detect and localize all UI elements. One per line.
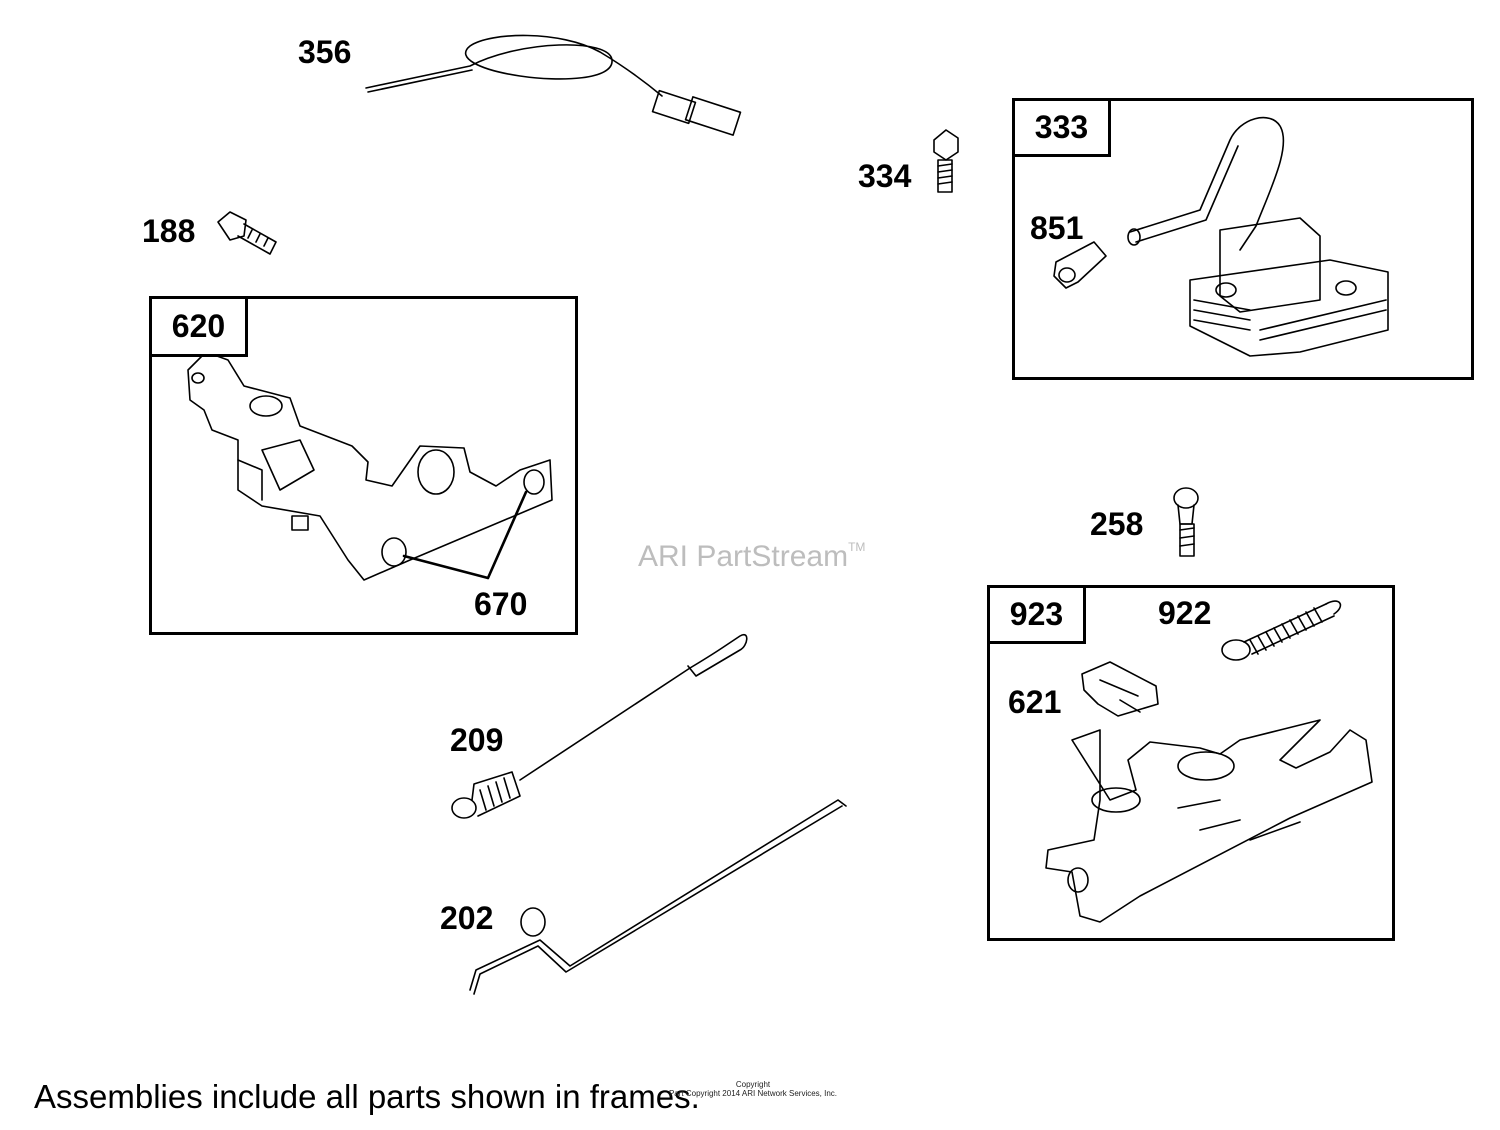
copyright-notice: Copyright Part Copyright 2014 ARI Networ… bbox=[648, 1080, 858, 1098]
callout-670[interactable]: 670 bbox=[474, 586, 528, 622]
copyright-line1: Copyright bbox=[735, 1080, 771, 1089]
bolt-334 bbox=[933, 129, 959, 193]
copyright-line2: Part Copyright 2014 ARI Network Services… bbox=[668, 1089, 838, 1098]
callout-188[interactable]: 188 bbox=[142, 213, 196, 249]
frame-620: 620 bbox=[149, 296, 578, 635]
control-bracket-620 bbox=[187, 351, 553, 581]
watermark: ARI PartStreamTM bbox=[638, 540, 865, 574]
callout-356[interactable]: 356 bbox=[298, 34, 352, 70]
callout-202[interactable]: 202 bbox=[440, 900, 494, 936]
callout-334[interactable]: 334 bbox=[858, 158, 912, 194]
callout-922[interactable]: 922 bbox=[1158, 595, 1212, 631]
spring-link-209 bbox=[451, 633, 748, 819]
callout-258[interactable]: 258 bbox=[1090, 506, 1144, 542]
callout-209[interactable]: 209 bbox=[450, 722, 504, 758]
frame-label-923[interactable]: 923 bbox=[990, 588, 1086, 644]
clip-621 bbox=[1081, 661, 1159, 717]
wire-lead-356 bbox=[365, 34, 742, 136]
rod-202 bbox=[469, 799, 847, 995]
screw-258 bbox=[1173, 487, 1199, 557]
frame-label-333[interactable]: 333 bbox=[1015, 101, 1111, 157]
frame-923: 923 bbox=[987, 585, 1395, 941]
governor-bracket-923 bbox=[1045, 719, 1373, 923]
callout-621[interactable]: 621 bbox=[1008, 684, 1062, 720]
screw-188 bbox=[217, 211, 277, 255]
footer-note: Assemblies include all parts shown in fr… bbox=[34, 1078, 700, 1115]
frame-label-620[interactable]: 620 bbox=[152, 299, 248, 357]
clip-851 bbox=[1053, 241, 1107, 289]
watermark-tm: TM bbox=[848, 540, 866, 554]
callout-851[interactable]: 851 bbox=[1030, 210, 1084, 246]
frame-333: 333 bbox=[1012, 98, 1474, 380]
armature-333 bbox=[1127, 116, 1389, 357]
watermark-text: ARI PartStream bbox=[638, 540, 849, 573]
spring-922 bbox=[1221, 600, 1342, 661]
